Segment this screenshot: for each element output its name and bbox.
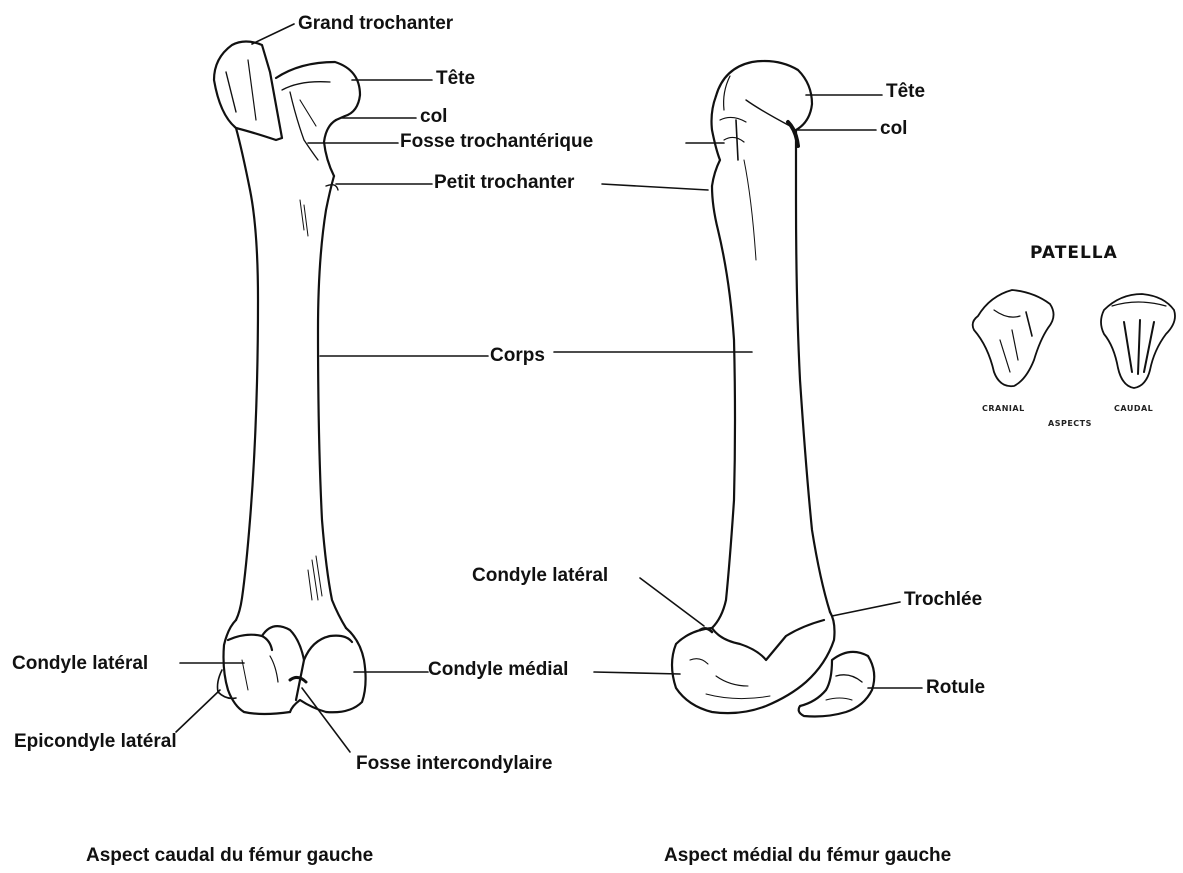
label-corps: Corps <box>490 346 545 365</box>
label-epicondyle-lateral: Epicondyle latéral <box>14 732 177 751</box>
label-condyle-lateral-caudal: Condyle latéral <box>12 654 148 673</box>
leader-epicondyle-lateral <box>176 690 220 732</box>
label-condyle-lateral-medial: Condyle latéral <box>472 566 608 585</box>
label-fosse-intercondylaire: Fosse intercondylaire <box>356 754 552 773</box>
leader-petit-trochanter-right <box>602 184 708 190</box>
label-tete-caudal: Tête <box>436 69 475 88</box>
label-condyle-medial: Condyle médial <box>428 660 568 679</box>
leader-fosse-intercondylaire <box>302 688 350 752</box>
patella-caudal-label: CAUDAL <box>1114 405 1153 413</box>
medial-femur-drawing <box>672 61 874 717</box>
leader-condyle-medial-right <box>594 672 680 674</box>
label-tete-medial: Tête <box>886 82 925 101</box>
label-col-medial: col <box>880 119 907 138</box>
caption-caudal: Aspect caudal du fémur gauche <box>86 846 373 865</box>
patella-aspects-label: ASPECTS <box>1048 420 1092 428</box>
label-col-caudal: col <box>420 107 447 126</box>
label-fosse-trochanterique: Fosse trochantérique <box>400 132 593 151</box>
patella-title: PATELLA <box>1030 245 1118 262</box>
leader-condyle-lateral-medial <box>640 578 704 626</box>
label-trochlee: Trochlée <box>904 590 982 609</box>
label-grand-trochanter: Grand trochanter <box>298 14 453 33</box>
patella-cranial-label: CRANIAL <box>982 405 1025 413</box>
patella-inset-drawings <box>973 290 1175 388</box>
leader-grand-trochanter <box>252 24 294 44</box>
leader-trochlee <box>832 602 900 616</box>
caption-medial: Aspect médial du fémur gauche <box>664 846 951 865</box>
label-petit-trochanter: Petit trochanter <box>434 173 574 192</box>
label-rotule: Rotule <box>926 678 985 697</box>
